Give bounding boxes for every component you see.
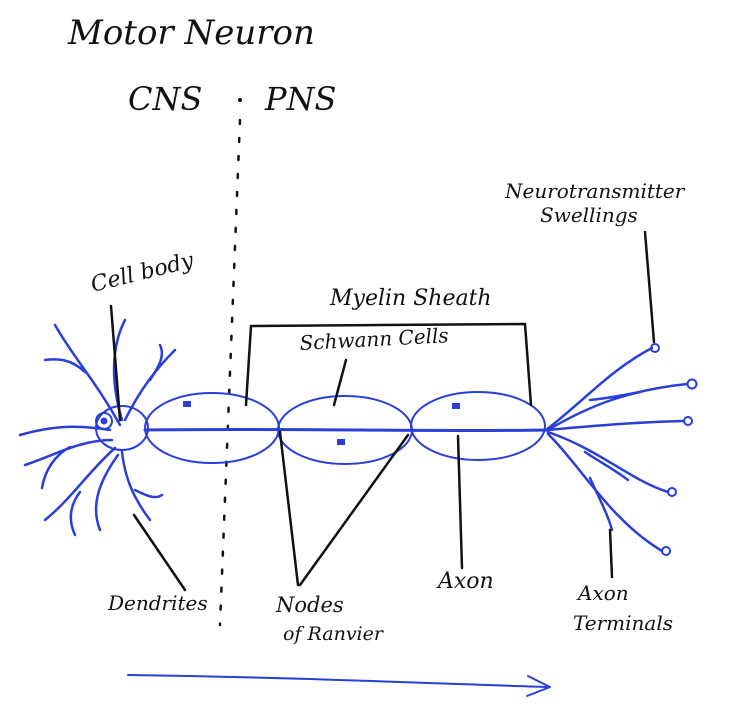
nucleus [95,412,113,430]
axon [143,427,550,433]
axon-terminals-label-line2: Terminals [573,611,673,635]
axon-leader [456,434,464,570]
nodes-leader-1 [278,430,300,587]
cell-body [95,405,149,451]
nodes-leader-2 [298,433,410,587]
neurotransmitter-leader [643,230,656,344]
myelin-sheath-label: Myelin Sheath [329,286,492,311]
nodes-label-line1: Nodes [275,593,344,617]
schwann-cell-nucleus-3 [452,403,460,409]
axon-terminals-leader [608,528,614,579]
schwann-cell-nucleus-2 [337,439,345,445]
neurotransmitter-swellings [650,343,698,556]
schwann-cells-leader [332,358,348,407]
schwann-cell-nucleus-1 [183,401,191,407]
cns-pns-divider [218,118,242,627]
dendrites [18,318,177,537]
neurotransmitter-label-line1: Neurotransmitter [504,179,686,203]
schwann-cell-1 [144,392,280,464]
schwann-cell-3 [410,391,546,461]
pns-label: PNS [264,80,336,118]
diagram-title: Motor Neuron [67,13,315,53]
dendrites-leader [132,513,187,592]
nodes-label-line2: of Ranvier [283,623,385,645]
cell-body-leader [109,304,122,422]
region-divider-dot [238,98,242,102]
axon-terminals [544,346,689,553]
signal-direction-arrow [127,674,551,697]
axon-label: Axon [436,569,494,594]
nucleolus [100,417,108,425]
cns-label: CNS [128,80,202,118]
myelin-sheath-bracket [244,322,533,407]
neurotransmitter-label-line2: Swellings [540,203,638,227]
schwann-cells-label: Schwann Cells [299,323,449,355]
cell-body-label: Cell body [88,248,196,298]
dendrites-label: Dendrites [107,591,208,615]
axon-terminals-label-line1: Axon [576,581,629,605]
